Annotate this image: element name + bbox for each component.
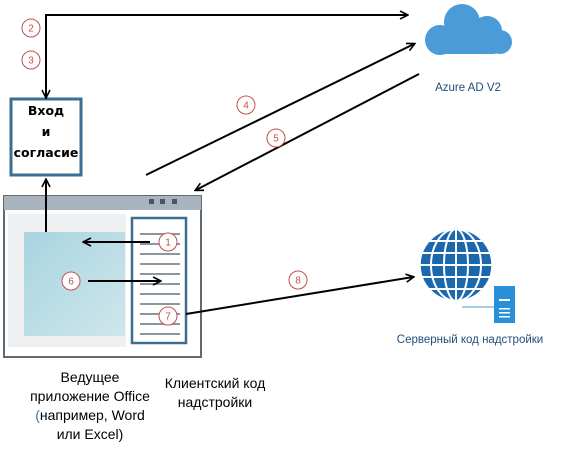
step-marker-3: 3 bbox=[21, 50, 41, 70]
login-consent-label: Вход и согласие bbox=[12, 100, 80, 163]
host-paren: ( bbox=[35, 407, 40, 423]
svg-text:2: 2 bbox=[28, 24, 34, 35]
azure-ad-label: Azure AD V2 bbox=[435, 82, 501, 94]
host-line-2: приложение Office bbox=[30, 388, 150, 404]
arrow-step-8 bbox=[185, 277, 413, 315]
host-line-1: Ведущее bbox=[60, 369, 120, 385]
svg-text:3: 3 bbox=[28, 56, 34, 67]
svg-text:1: 1 bbox=[165, 238, 171, 249]
login-line-3: согласие bbox=[13, 145, 79, 160]
arrow-step-5 bbox=[196, 73, 420, 190]
step-marker-8: 8 bbox=[288, 270, 308, 290]
step-marker-7: 7 bbox=[158, 306, 178, 326]
host-line-3-text: например, Word bbox=[39, 407, 145, 423]
client-line-1: Клиентский код bbox=[164, 375, 266, 391]
login-line-1: Вход bbox=[27, 103, 65, 118]
svg-text:4: 4 bbox=[243, 101, 249, 112]
arrow-to-azure bbox=[45, 15, 407, 99]
svg-text:5: 5 bbox=[273, 134, 279, 145]
step-marker-4: 4 bbox=[236, 95, 256, 115]
title-bar-button bbox=[160, 199, 165, 204]
login-consent-box bbox=[9, 97, 83, 177]
login-line-2: и bbox=[41, 124, 51, 139]
globe-icon bbox=[419, 228, 493, 302]
svg-text:8: 8 bbox=[295, 276, 301, 287]
host-line-4: или Excel) bbox=[56, 426, 124, 442]
svg-text:7: 7 bbox=[165, 312, 171, 323]
host-line-3: (например, Word bbox=[20, 406, 160, 425]
title-bar-button bbox=[172, 199, 177, 204]
step-marker-6: 6 bbox=[61, 271, 81, 291]
server-icon bbox=[462, 286, 515, 323]
client-line-2: надстройки bbox=[177, 394, 253, 410]
office-host-label: Ведущее приложение Office (например, Wor… bbox=[20, 368, 160, 444]
server-code-label: Серверный код надстройки bbox=[396, 334, 544, 346]
svg-text:6: 6 bbox=[68, 277, 74, 288]
step-marker-5: 5 bbox=[266, 128, 286, 148]
client-code-label: Клиентский код надстройки bbox=[150, 374, 280, 412]
azure-cloud-icon bbox=[425, 4, 512, 55]
title-bar-button bbox=[149, 199, 154, 204]
step-marker-1: 1 bbox=[158, 232, 178, 252]
arrow-step-4 bbox=[145, 44, 414, 176]
step-marker-2: 2 bbox=[21, 18, 41, 38]
